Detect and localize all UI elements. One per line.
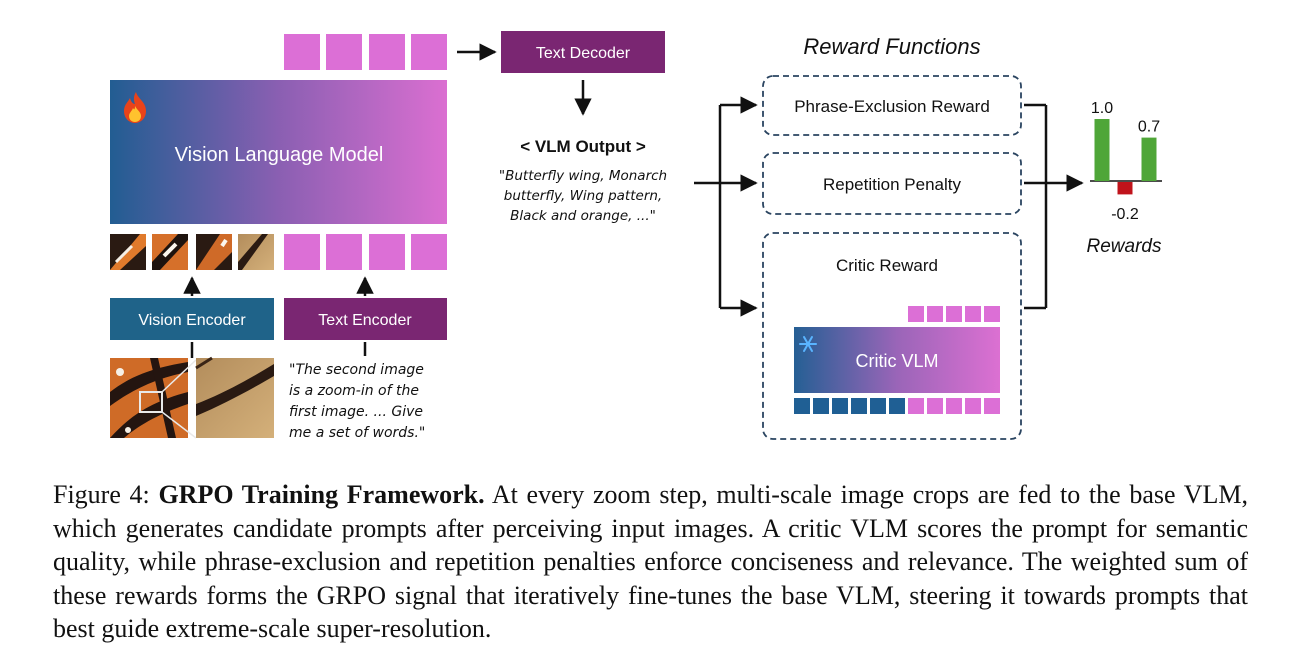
input-prompt-text: "The second image is a zoom-in of the fi…	[289, 362, 425, 441]
text-encoder-label: Text Encoder	[318, 312, 412, 329]
caption-title: GRPO Training Framework.	[158, 480, 485, 509]
input-image-full	[110, 358, 197, 439]
text-decoder-label: Text Decoder	[536, 45, 631, 62]
text-decoder-box	[501, 31, 665, 73]
snowflake-icon	[799, 336, 817, 352]
reward-bar	[1141, 137, 1157, 181]
vlm-output-line: "Butterfly wing, Monarch	[499, 168, 667, 184]
merge-connector	[1024, 103, 1048, 310]
image-patch-tokens	[110, 234, 274, 270]
repetition-penalty-label: Repetition Penalty	[823, 175, 961, 194]
vlm-output-title: < VLM Output >	[520, 137, 646, 156]
patch-token	[152, 234, 188, 270]
critic-vlm-box	[794, 327, 1000, 393]
vlm-output-text: "Butterfly wing, Monarch butterfly, Wing…	[499, 168, 667, 224]
vision-encoder-box	[110, 298, 274, 340]
vlm-label: Vision Language Model	[175, 144, 384, 166]
critic-input-tokens	[794, 398, 1000, 414]
vlm-output-line: Black and orange, ..."	[510, 208, 656, 224]
caption-figure-label: Figure 4:	[53, 480, 150, 509]
reward-value-label: 1.0	[1091, 100, 1113, 117]
critic-reward-box	[762, 232, 1022, 440]
reward-bar	[1117, 182, 1133, 195]
text-encoder-box	[284, 298, 447, 340]
input-prompt-line: me a set of words."	[289, 425, 425, 441]
text-token-row	[284, 234, 447, 270]
caption-text: At every zoom step, multi-scale image cr…	[53, 480, 1249, 643]
vision-encoder-label: Vision Encoder	[138, 312, 246, 329]
patch-token	[110, 234, 146, 270]
critic-output-tokens	[908, 306, 1000, 322]
input-prompt-line: is a zoom-in of the	[289, 383, 419, 399]
reward-value-label: 0.7	[1138, 119, 1160, 136]
reward-value-label: -0.2	[1111, 206, 1139, 223]
critic-vlm-label: Critic VLM	[855, 351, 938, 371]
figure-caption: Figure 4: GRPO Training Framework. At ev…	[53, 478, 1248, 646]
vision-language-model-box	[110, 80, 447, 224]
critic-reward-label: Critic Reward	[836, 256, 938, 275]
phrase-exclusion-box	[762, 75, 1022, 136]
reward-bar	[1094, 119, 1110, 181]
input-image-zoom	[195, 356, 274, 438]
patch-token	[238, 234, 274, 270]
branch-connector	[694, 105, 722, 308]
phrase-exclusion-label: Phrase-Exclusion Reward	[794, 97, 990, 116]
input-prompt-line: first image. ... Give	[289, 404, 423, 420]
fire-icon	[124, 92, 146, 123]
patch-token	[196, 234, 232, 270]
repetition-penalty-box	[762, 152, 1022, 215]
grpo-framework-diagram: Text Decoder < VLM Output > "Butterfly w…	[110, 31, 1162, 441]
rewards-title: Rewards	[1087, 236, 1162, 257]
reward-functions-title: Reward Functions	[803, 34, 980, 59]
rewards-chart: 1.0 -0.2 0.7	[1090, 100, 1162, 223]
output-token-row	[284, 34, 447, 70]
vlm-output-line: butterfly, Wing pattern,	[504, 188, 662, 204]
input-prompt-line: "The second image	[289, 362, 424, 378]
